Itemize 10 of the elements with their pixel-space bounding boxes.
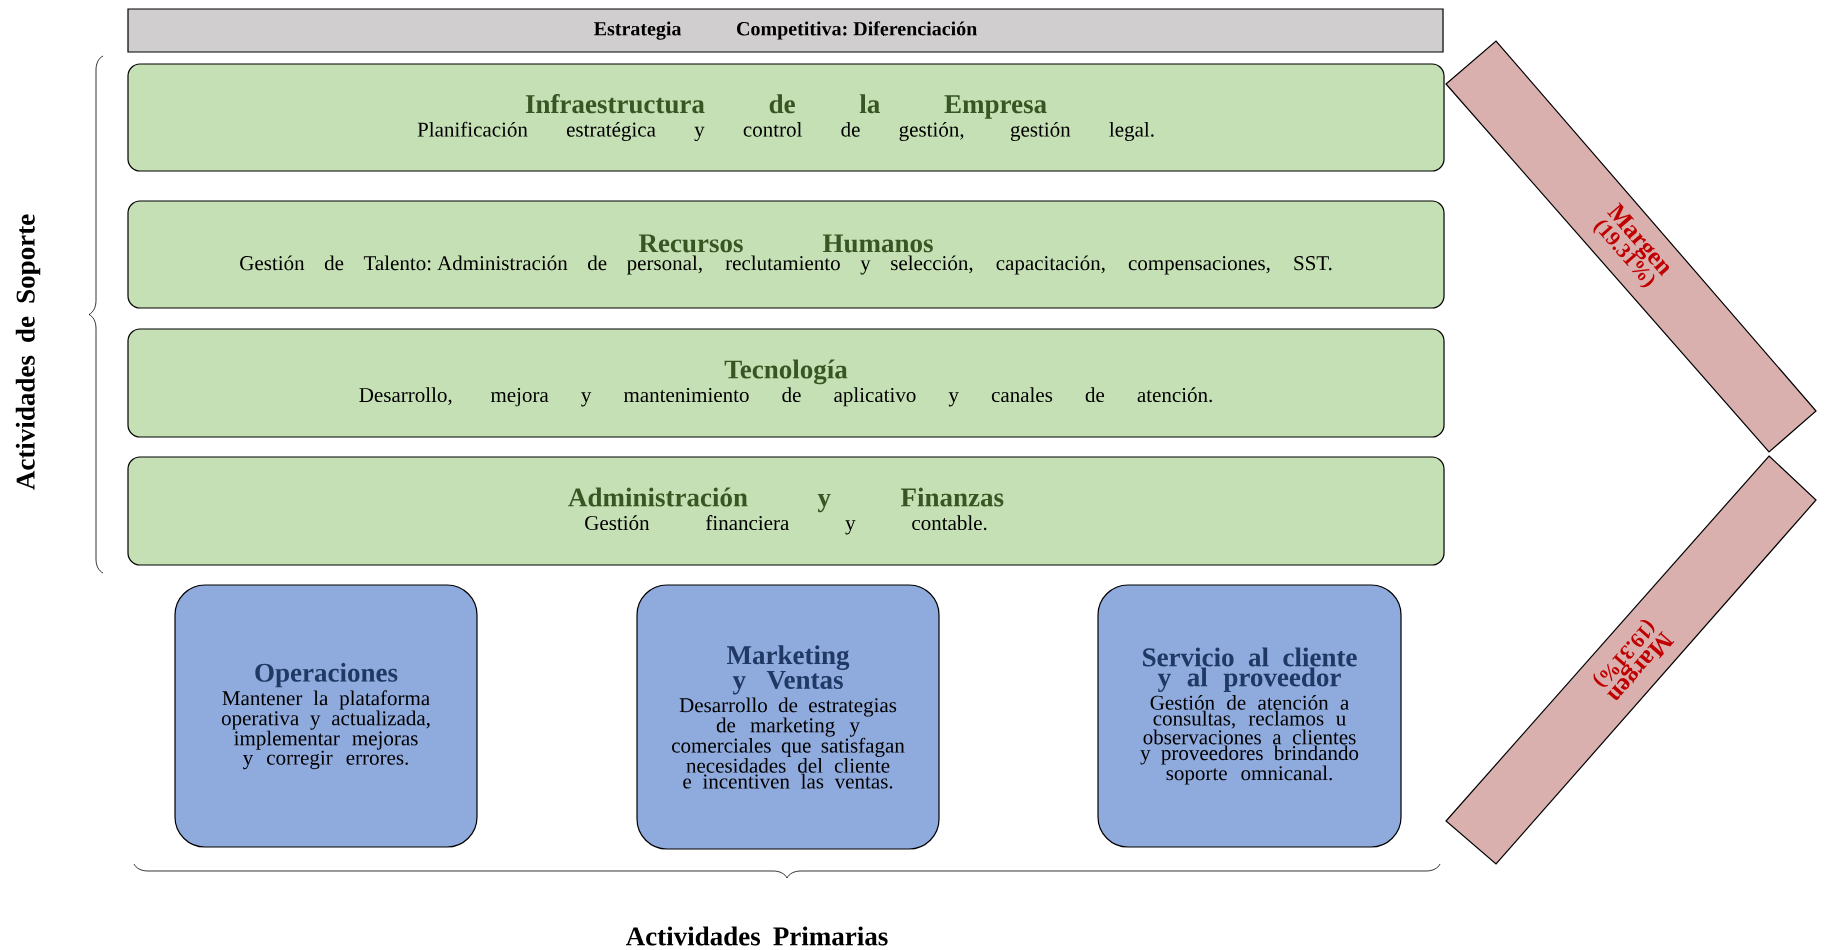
- support-activity-box: Tecnología Desarrollo, mejora y mantenimiento de aplicativo y canales de atención.: [127, 328, 1445, 438]
- support-activity-box: Infraestructura de la Empresa Planificación estratégica y control de gestión, gestión legal.: [127, 63, 1445, 172]
- strategy-bar: Estrategia Competitiva: Diferenciación: [127, 8, 1444, 53]
- primary-activity-box: Servicio al cliente y al proveedor Gestión de atención a consultas, reclamos u observaciones a clientes y proveedores brindando soporte omnicanal.: [1097, 584, 1402, 848]
- primary-activity-box: Operaciones Mantener la plataforma operativa y actualizada, implementar mejoras y corregir errores.: [174, 584, 478, 848]
- support-activity-box: Recursos Humanos Gestión de Talento: Administración de personal, reclutamiento y selección, capacitación, compensaciones, SST.: [127, 200, 1445, 309]
- axis-label: Actividades Primarias: [625, 926, 888, 946]
- primary-activity-box: Marketing y Ventas Desarrollo de estrategias de marketing y comerciales que satisfagan necesidades del cliente e incentiven las ventas.: [636, 584, 940, 850]
- axis-label: Actividades de Soporte: [15, 214, 41, 490]
- support-activity-box: Administración y Finanzas Gestión financiera y contable.: [127, 456, 1445, 566]
